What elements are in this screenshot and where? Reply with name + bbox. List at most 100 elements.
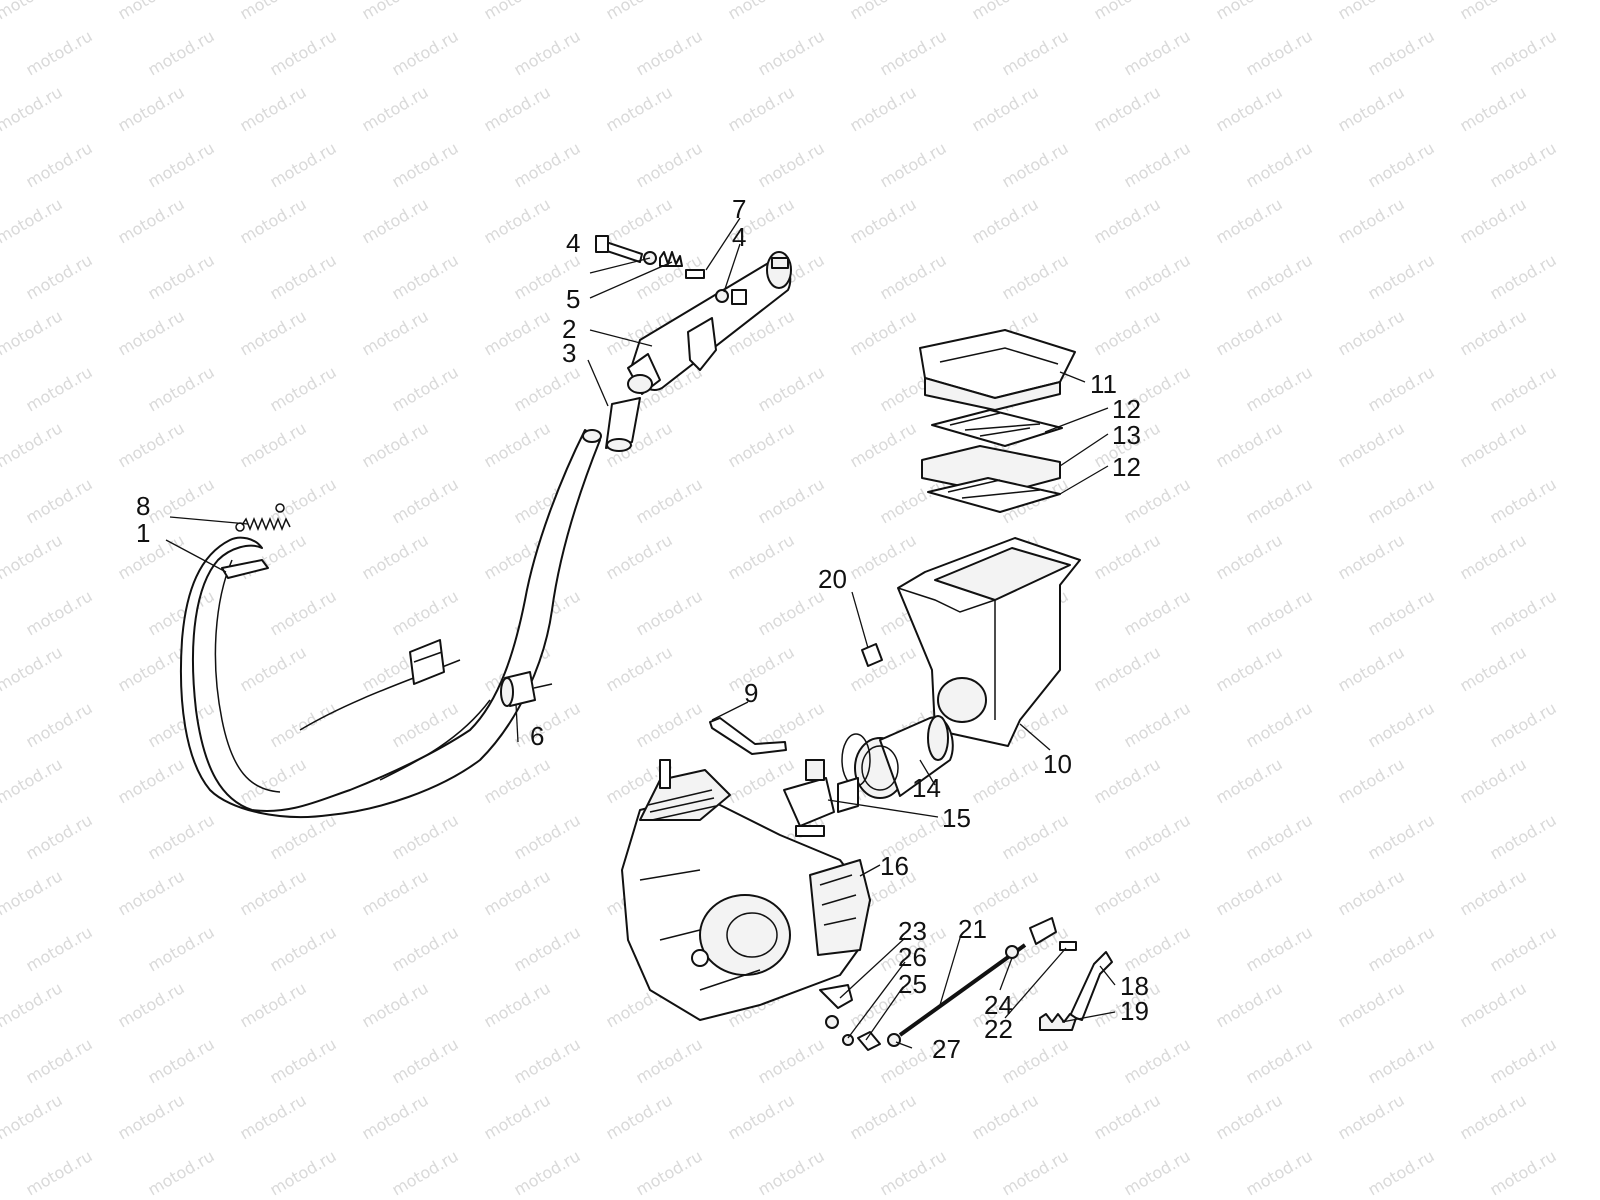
watermark-text: motod.ru <box>999 810 1072 863</box>
watermark-text: motod.ru <box>1335 0 1408 23</box>
rubber-mount <box>500 671 553 707</box>
watermark-text: motod.ru <box>1335 82 1408 135</box>
watermark-text: motod.ru <box>389 1034 462 1087</box>
watermark-text: motod.ru <box>1213 194 1286 247</box>
watermark-text: motod.ru <box>847 194 920 247</box>
watermark-text: motod.ru <box>755 138 828 191</box>
callout-25: 25 <box>898 969 927 999</box>
watermark-text: motod.ru <box>237 0 310 23</box>
watermark-text: motod.ru <box>633 138 706 191</box>
watermark-text: motod.ru <box>1213 978 1286 1031</box>
watermark-text: motod.ru <box>603 194 676 247</box>
watermark-text: motod.ru <box>1365 26 1438 79</box>
watermark-text: motod.ru <box>633 586 706 639</box>
watermark-text: motod.ru <box>1243 26 1316 79</box>
watermark-text: motod.ru <box>389 1146 462 1199</box>
watermark-text: motod.ru <box>1457 0 1530 23</box>
watermark-text: motod.ru <box>481 306 554 359</box>
watermark-text: motod.ru <box>725 642 798 695</box>
linkage-rod <box>898 917 1077 1037</box>
watermark-text: motod.ru <box>267 250 340 303</box>
watermark-text: motod.ru <box>1243 474 1316 527</box>
watermark-text: motod.ru <box>511 698 584 751</box>
watermark-text: motod.ru <box>1457 642 1530 695</box>
watermark-text: motod.ru <box>969 866 1042 919</box>
watermark-text: motod.ru <box>877 138 950 191</box>
callout-8: 8 <box>136 491 150 521</box>
watermark-text: motod.ru <box>511 1034 584 1087</box>
watermark-text: motod.ru <box>0 82 66 135</box>
watermark-text: motod.ru <box>1213 530 1286 583</box>
watermark-text: motod.ru <box>1091 1090 1164 1143</box>
watermark-text: motod.ru <box>1365 922 1438 975</box>
watermark-text: motod.ru <box>389 138 462 191</box>
watermark-text: motod.ru <box>23 138 96 191</box>
watermark-text: motod.ru <box>755 474 828 527</box>
callout-20: 20 <box>818 564 847 594</box>
watermark-text: motod.ru <box>359 82 432 135</box>
watermark-text: motod.ru <box>145 698 218 751</box>
watermark-text: motod.ru <box>1121 250 1194 303</box>
watermark-text: motod.ru <box>359 530 432 583</box>
watermark-text: motod.ru <box>359 194 432 247</box>
watermark-text: motod.ru <box>1213 418 1286 471</box>
watermark-text: motod.ru <box>1487 1034 1560 1087</box>
watermark-text: motod.ru <box>115 418 188 471</box>
watermark-text: motod.ru <box>1335 978 1408 1031</box>
watermark-text: motod.ru <box>0 530 66 583</box>
watermark-text: motod.ru <box>23 250 96 303</box>
watermark-text: motod.ru <box>1365 250 1438 303</box>
leader-lines <box>165 217 1116 1049</box>
watermark-text: motod.ru <box>1121 138 1194 191</box>
watermark-text: motod.ru <box>1335 530 1408 583</box>
watermark-text: motod.ru <box>145 138 218 191</box>
watermark-text: motod.ru <box>481 0 554 23</box>
watermark-text: motod.ru <box>1457 866 1530 919</box>
watermark-text: motod.ru <box>847 306 920 359</box>
watermark-text: motod.ru <box>969 0 1042 23</box>
watermark-text: motod.ru <box>1121 922 1194 975</box>
watermark-text: motod.ru <box>0 1090 66 1143</box>
watermark-text: motod.ru <box>359 418 432 471</box>
watermark-text: motod.ru <box>267 922 340 975</box>
watermark-text: motod.ru <box>1457 306 1530 359</box>
watermark-text: motod.ru <box>1121 26 1194 79</box>
callout-16: 16 <box>880 851 909 881</box>
watermark-text: motod.ru <box>725 0 798 23</box>
callout-5: 5 <box>566 284 580 314</box>
watermark-text: motod.ru <box>1243 810 1316 863</box>
watermark-text: motod.ru <box>267 362 340 415</box>
watermark-text: motod.ru <box>603 0 676 23</box>
watermark-text: motod.ru <box>0 642 66 695</box>
watermark-text: motod.ru <box>23 26 96 79</box>
watermark-text: motod.ru <box>1213 642 1286 695</box>
watermark-text: motod.ru <box>1365 138 1438 191</box>
watermark-text: motod.ru <box>1335 642 1408 695</box>
watermark-text: motod.ru <box>115 306 188 359</box>
watermark-text: motod.ru <box>1091 642 1164 695</box>
watermark-text: motod.ru <box>0 306 66 359</box>
watermark-text: motod.ru <box>1121 474 1194 527</box>
watermark-text: motod.ru <box>1487 1146 1560 1199</box>
watermark-text: motod.ru <box>237 82 310 135</box>
watermark-text: motod.ru <box>23 698 96 751</box>
callout-6: 6 <box>530 721 544 751</box>
watermark-text: motod.ru <box>603 1090 676 1143</box>
watermark-text: motod.ru <box>1365 1146 1438 1199</box>
watermark-text: motod.ru <box>145 26 218 79</box>
callout-12-top: 12 <box>1112 394 1141 424</box>
watermark-text: motod.ru <box>115 978 188 1031</box>
watermark-text: motod.ru <box>23 810 96 863</box>
watermark-text: motod.ru <box>999 26 1072 79</box>
callout-labels: 8 1 2 3 4 5 7 4 6 9 10 11 12 13 12 20 14… <box>136 194 1149 1064</box>
watermark-text: motod.ru <box>847 530 920 583</box>
watermark-text: motod.ru <box>1457 754 1530 807</box>
watermark-text: motod.ru <box>1487 250 1560 303</box>
watermark-text: motod.ru <box>23 586 96 639</box>
watermark-text: motod.ru <box>389 810 462 863</box>
watermark-text: motod.ru <box>0 978 66 1031</box>
watermark-text: motod.ru <box>389 474 462 527</box>
watermark-text: motod.ru <box>267 698 340 751</box>
watermark-text: motod.ru <box>389 922 462 975</box>
